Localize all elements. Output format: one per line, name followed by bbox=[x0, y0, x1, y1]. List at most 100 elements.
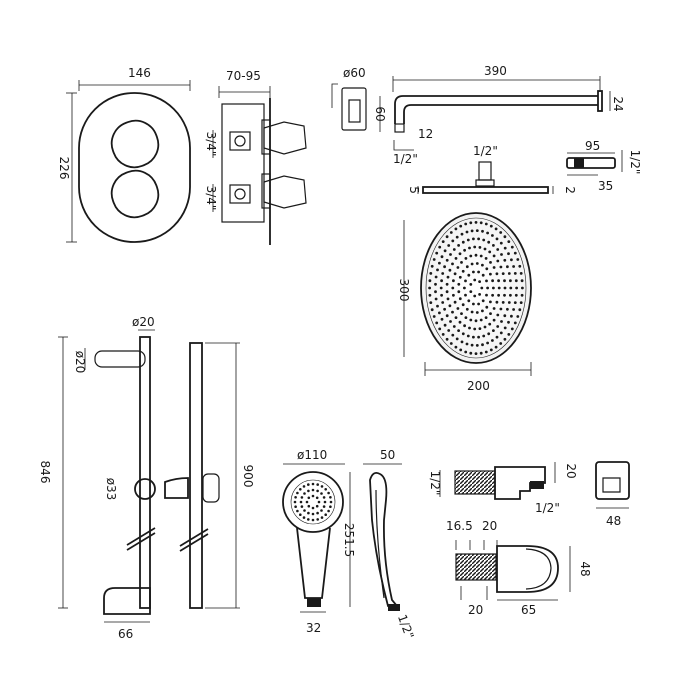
nozzle-dot bbox=[481, 273, 485, 277]
nozzle-dot bbox=[429, 301, 433, 304]
handset-nozzle-dot bbox=[311, 518, 315, 522]
rail-side-length-label: 900 bbox=[241, 465, 255, 488]
nozzle-dot bbox=[475, 311, 479, 314]
handset-thread-label: 1/2" bbox=[395, 613, 417, 641]
nozzle-dot bbox=[507, 333, 511, 336]
nozzle-dot bbox=[451, 333, 455, 337]
nozzle-dot bbox=[453, 300, 457, 304]
handset-nozzle-dot bbox=[327, 509, 330, 513]
valve-top-knob bbox=[110, 119, 160, 169]
rail-length-label: 846 bbox=[38, 461, 52, 484]
nozzle-dot bbox=[486, 341, 489, 345]
handset-nozzle-dot bbox=[327, 491, 330, 495]
valve-top-spindle bbox=[263, 121, 307, 155]
nozzle-dot bbox=[445, 314, 449, 318]
handset-nozzle-dot bbox=[307, 489, 310, 493]
nozzle-dot bbox=[491, 339, 494, 342]
wall-outlet-height-label: 20 bbox=[564, 463, 578, 478]
handset-nozzle-dot bbox=[299, 500, 303, 504]
nozzle-dot bbox=[457, 244, 460, 247]
rail-bracket-dia-label: ø20 bbox=[73, 351, 87, 374]
handset-nozzle-dot bbox=[307, 511, 310, 515]
handset-nozzle-dot bbox=[296, 509, 299, 513]
arm-pipe bbox=[394, 95, 598, 124]
handset-nozzle-dot bbox=[324, 513, 328, 516]
nozzle-dot bbox=[477, 237, 480, 241]
rail-top-dia-label: ø20 bbox=[132, 315, 155, 329]
rail-bottom-bracket bbox=[103, 587, 151, 615]
nozzle-dot bbox=[469, 290, 473, 293]
nozzle-dot bbox=[481, 299, 485, 303]
nozzle-dot bbox=[464, 222, 468, 226]
nozzle-dot bbox=[514, 293, 518, 297]
nozzle-dot bbox=[506, 307, 509, 311]
nozzle-dot bbox=[434, 297, 438, 301]
nozzle-dot bbox=[440, 279, 443, 283]
elbow-length-label: 95 bbox=[585, 139, 600, 153]
nozzle-dot bbox=[461, 240, 465, 244]
nozzle-dot bbox=[488, 322, 492, 326]
handset-nozzle-dot bbox=[307, 483, 310, 486]
nozzle-dot bbox=[445, 290, 449, 294]
handset-connector bbox=[307, 598, 321, 607]
nozzle-dot bbox=[496, 325, 500, 328]
nozzle-dot bbox=[513, 272, 517, 275]
handset-front-view: ø110 32 251.5 bbox=[282, 448, 356, 635]
nozzle-dot bbox=[483, 325, 487, 329]
nozzle-dot bbox=[514, 279, 518, 283]
nozzle-dot bbox=[472, 302, 475, 306]
nozzle-dot bbox=[492, 307, 496, 310]
handset-nozzle-dot bbox=[320, 516, 324, 519]
elbow-height-label: 35 bbox=[598, 179, 613, 193]
handset-nozzle-dot bbox=[296, 491, 299, 495]
nozzle-dot bbox=[459, 224, 463, 228]
nozzle-dot bbox=[469, 221, 473, 225]
nozzle-dot bbox=[478, 327, 482, 330]
nozzle-dot bbox=[438, 261, 441, 265]
valve-depth-label: 70-95 bbox=[226, 69, 261, 83]
nozzle-dot bbox=[481, 309, 484, 313]
handset-nozzle-dot bbox=[303, 509, 306, 512]
nozzle-dot bbox=[466, 334, 470, 338]
nozzle-dot bbox=[510, 258, 513, 262]
nozzle-dot bbox=[430, 308, 434, 312]
nozzle-dot bbox=[500, 320, 503, 323]
nozzle-dot bbox=[492, 286, 495, 290]
nozzle-dot bbox=[443, 249, 447, 253]
nozzle-dot bbox=[484, 350, 488, 354]
head-side-h2-label: 2 bbox=[563, 186, 577, 194]
nozzle-dot bbox=[473, 245, 477, 249]
nozzle-dot bbox=[516, 258, 520, 261]
nozzle-dot bbox=[495, 335, 499, 339]
nozzle-dot bbox=[467, 273, 471, 277]
nozzle-dot bbox=[481, 343, 484, 347]
arm-outlet-label: 12 bbox=[418, 127, 433, 141]
nozzle-dot bbox=[491, 234, 494, 237]
nozzle-dot bbox=[435, 321, 439, 325]
handset-nozzle-dot bbox=[329, 505, 332, 509]
nozzle-dot bbox=[468, 246, 471, 250]
nozzle-dot bbox=[509, 293, 512, 297]
handset-nozzle-dot bbox=[329, 496, 332, 499]
nozzle-dot bbox=[470, 229, 474, 233]
nozzle-dot bbox=[465, 265, 469, 269]
nozzle-dot bbox=[510, 314, 513, 318]
valve-side-view: 70-95 3/4" 3/4" bbox=[204, 69, 307, 245]
valve-height-label: 226 bbox=[57, 157, 71, 180]
elbow-thread-label: 1/2" bbox=[628, 150, 642, 175]
nozzle-dot bbox=[485, 267, 489, 271]
nozzle-dot bbox=[449, 253, 452, 256]
nozzle-dot bbox=[489, 261, 492, 264]
nozzle-dot bbox=[520, 293, 524, 297]
nozzle-dot bbox=[470, 310, 474, 314]
nozzle-dot bbox=[484, 316, 488, 319]
nozzle-dot bbox=[503, 314, 507, 318]
nozzle-dot bbox=[487, 240, 491, 244]
nozzle-dot bbox=[520, 279, 524, 283]
nozzle-dot bbox=[510, 327, 514, 331]
nozzle-dot bbox=[430, 264, 434, 268]
nozzle-dot bbox=[479, 221, 483, 225]
nozzle-dot bbox=[500, 253, 503, 256]
nozzle-dot bbox=[503, 246, 507, 250]
nozzle-dot bbox=[456, 266, 460, 269]
